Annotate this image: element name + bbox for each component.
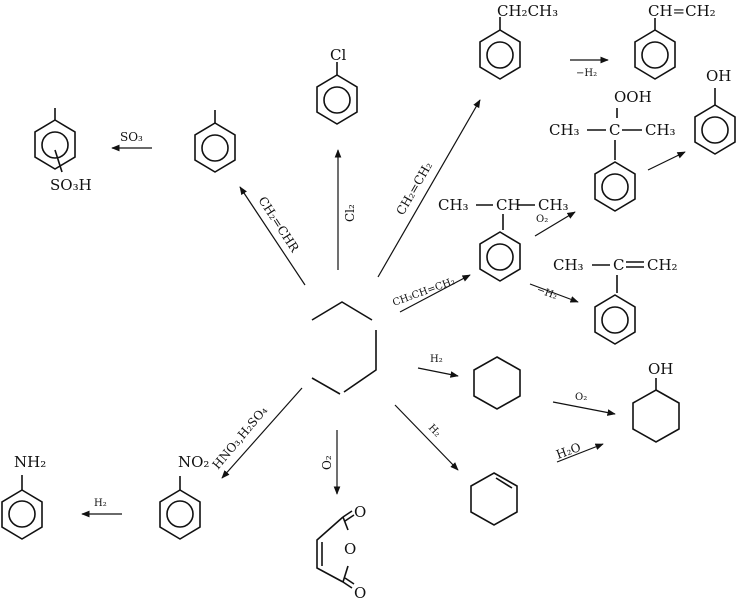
arrow-h2o <box>556 443 604 463</box>
reagent-nitration: HNO₃,H₂SO₄ <box>210 403 271 472</box>
alpha-methylstyrene: CH₃ C CH₂ <box>553 256 678 345</box>
arrow-o2-cumene <box>534 211 576 237</box>
cyclohexanol-oh: OH <box>648 360 673 378</box>
reagent-o2-cyclohexane: O₂ <box>575 392 587 403</box>
arrow-ethylene <box>377 99 481 278</box>
hydroperoxide-ch3-left: CH₃ <box>549 121 580 139</box>
sulfonic-so3h-label: SO₃H <box>50 176 92 194</box>
cumene-hydroperoxide: OOH CH₃ C CH₃ <box>549 88 676 212</box>
reagent-minus-h2-ams: −H₂ <box>535 284 559 302</box>
nitrobenzene-no2: NO₂ <box>178 453 209 471</box>
chlorobenzene: Cl <box>316 46 358 125</box>
reagent-h2-partial: H₂ <box>426 423 443 440</box>
reagent-o2-maleic: O₂ <box>320 455 334 470</box>
reagent-h2o: H₂O <box>554 440 583 462</box>
hydroperoxide-c: C <box>609 121 620 139</box>
cyclohexane <box>473 356 521 410</box>
hydroperoxide-ooh: OOH <box>614 88 652 106</box>
arrow-minus-h2-ams <box>529 283 579 303</box>
maleic-o-top: O <box>354 503 366 521</box>
maleic-o-bottom: O <box>354 584 366 602</box>
methylstyrene-ch2: CH₂ <box>647 256 678 274</box>
arrow-propene <box>399 274 471 313</box>
sulfonic-acid: SO₃H <box>34 108 92 194</box>
reagent-h2-aniline: H₂ <box>94 498 107 509</box>
reagent-cl2: Cl₂ <box>343 204 357 222</box>
cumene: CH₃ CH CH₃ <box>438 196 569 282</box>
reagent-so3: SO₃ <box>120 130 143 144</box>
styrene: CH=CH₂ <box>634 2 716 80</box>
ethylbenzene: CH₂CH₃ <box>479 2 558 80</box>
arrow-nitration <box>221 387 303 479</box>
reagent-h2-ring: H₂ <box>430 354 443 365</box>
ethylbenzene-label: CH₂CH₃ <box>497 2 558 20</box>
chlorobenzene-cl-label: Cl <box>330 46 346 64</box>
cyclohexanol: OH <box>632 360 680 443</box>
aniline: NH₂ <box>1 453 46 540</box>
nitrobenzene: NO₂ <box>159 453 209 540</box>
alkylbenzene <box>194 110 236 173</box>
phenol: OH <box>694 67 736 155</box>
reagent-o2-cumene: O₂ <box>536 214 548 225</box>
arrow-h2-ring <box>417 367 459 378</box>
cumene-ch3-left: CH₃ <box>438 196 469 214</box>
arrow-o2-cyclohexane <box>552 401 616 416</box>
methylstyrene-ch3: CH₃ <box>553 256 584 274</box>
aniline-nh2: NH₂ <box>14 453 46 471</box>
maleic-anhydride: O O O <box>316 503 366 602</box>
reagent-minus-h2-styrene: −H₂ <box>576 68 597 79</box>
benzene-center <box>311 301 377 395</box>
arrow-phenol <box>647 151 686 171</box>
cumene-ch: CH <box>496 196 521 214</box>
reagent-propene: CH₃CH=CH₂ <box>391 276 456 309</box>
arrow-h2-partial <box>394 404 459 471</box>
phenol-oh-label: OH <box>706 67 731 85</box>
arrow-alkene <box>239 186 306 286</box>
hydroperoxide-ch3-right: CH₃ <box>645 121 676 139</box>
cyclohexene <box>470 472 518 526</box>
methylstyrene-c: C <box>613 256 624 274</box>
cumene-ch3-right: CH₃ <box>538 196 569 214</box>
styrene-label: CH=CH₂ <box>648 2 716 20</box>
maleic-o-ring: O <box>344 540 356 558</box>
